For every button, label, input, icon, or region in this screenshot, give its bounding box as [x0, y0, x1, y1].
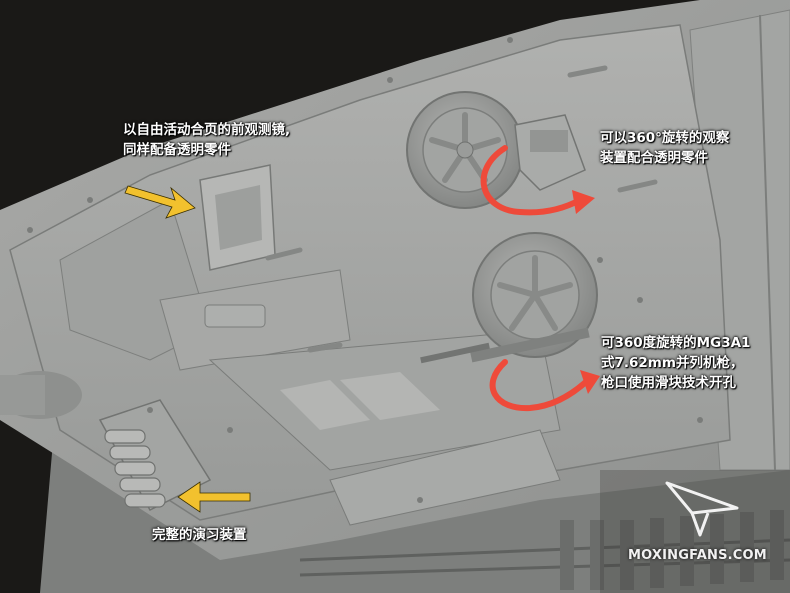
caption-hatch-line2: 装置配合透明零件 — [600, 150, 708, 166]
caption-mg-line3: 枪口使用滑块技术开孔 — [601, 375, 736, 391]
caption-smoke: 完整的演习装置 — [152, 525, 247, 545]
arrow-periscope — [124, 185, 196, 219]
paper-plane-logo-icon — [665, 481, 739, 537]
caption-mg-line2: 式7.62mm并列机枪， — [601, 355, 744, 371]
caption-periscope: 以自由活动合页的前观测镜, 同样配备透明零件 — [123, 120, 290, 160]
caption-hatch-line1: 可以360°旋转的观察 — [600, 130, 730, 146]
caption-hatch: 可以360°旋转的观察 装置配合透明零件 — [600, 128, 729, 168]
caption-mg-line1: 可360度旋转的MG3A1 — [601, 335, 751, 351]
caption-periscope-line1: 以自由活动合页的前观测镜, — [123, 122, 291, 138]
caption-smoke-line1: 完整的演习装置 — [152, 527, 247, 543]
caption-periscope-line2: 同样配备透明零件 — [123, 142, 231, 158]
watermark-text: MOXINGFANS.COM — [628, 548, 767, 563]
caption-mg: 可360度旋转的MG3A1 式7.62mm并列机枪， 枪口使用滑块技术开孔 — [601, 333, 750, 393]
arrow-smoke — [177, 481, 251, 513]
